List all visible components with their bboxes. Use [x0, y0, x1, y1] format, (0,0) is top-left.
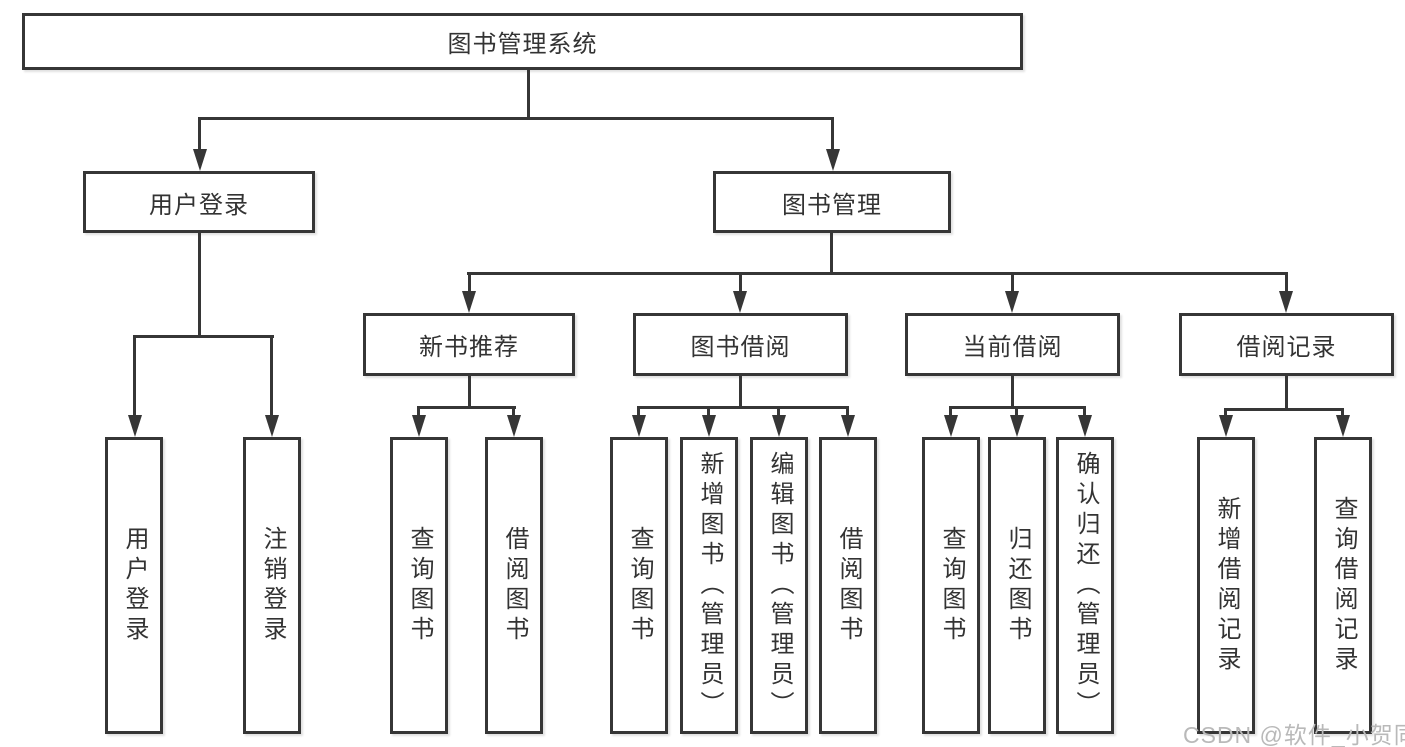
connector-drop	[1015, 406, 1018, 415]
connector-book-management-stem	[830, 233, 833, 274]
leaf-query-books-current: 查询图书	[922, 437, 980, 734]
arrow-down-icon	[826, 149, 840, 171]
connector-drop-new-book	[468, 272, 471, 291]
connector-drop-book-management	[831, 117, 834, 151]
connector-drop-user-login	[198, 117, 201, 151]
connector-current-borrow-stem	[1011, 376, 1014, 407]
arrow-down-icon	[412, 415, 426, 437]
connector-book-borrow-stem	[739, 376, 742, 407]
leaf-query-books-recommend: 查询图书	[390, 437, 448, 734]
node-book-borrow-label: 图书借阅	[690, 334, 791, 361]
leaf-edit-books-admin: 编辑图书（管理员）	[750, 437, 808, 734]
node-library-system-label: 图书管理系统	[447, 31, 598, 58]
connector-drop	[707, 406, 710, 415]
arrow-down-icon	[841, 415, 855, 437]
arrow-down-icon	[1010, 415, 1024, 437]
connector-new-book-stem	[468, 376, 471, 407]
node-user-login-label: 用户登录	[149, 191, 249, 219]
connector-drop	[417, 406, 420, 415]
leaf-confirm-return-admin-label: 确认归还（管理员）	[1072, 450, 1099, 721]
node-current-borrow-label: 当前借阅	[962, 334, 1063, 361]
arrow-down-icon	[128, 415, 142, 437]
csdn-watermark: CSDN @软件_小贺同学	[1183, 722, 1405, 747]
node-book-management-label: 图书管理	[782, 191, 882, 219]
arrow-down-icon	[1336, 415, 1350, 437]
arrow-down-icon	[944, 415, 958, 437]
leaf-confirm-return-admin: 确认归还（管理员）	[1056, 437, 1114, 734]
leaf-return-books-label: 归还图书	[1004, 525, 1031, 646]
arrow-down-icon	[772, 415, 786, 437]
leaf-query-books-recommend-label: 查询图书	[406, 525, 433, 646]
leaf-borrow-books: 借阅图书	[819, 437, 877, 734]
node-current-borrow: 当前借阅	[905, 313, 1120, 376]
leaf-query-borrow-record-label: 查询借阅记录	[1330, 495, 1357, 676]
connector-drop	[1083, 406, 1086, 415]
connector-book-borrow-bar	[637, 406, 849, 409]
arrow-down-icon	[1005, 291, 1019, 313]
node-book-management: 图书管理	[713, 171, 951, 233]
leaf-add-borrow-record-label: 新增借阅记录	[1213, 495, 1240, 676]
connector-drop	[777, 406, 780, 415]
arrow-down-icon	[193, 149, 207, 171]
connector-root-stem	[527, 70, 530, 118]
node-user-login: 用户登录	[83, 171, 315, 233]
connector-drop	[846, 406, 849, 415]
connector-root-bar	[198, 117, 834, 120]
leaf-edit-books-admin-label: 编辑图书（管理员）	[766, 450, 793, 721]
arrow-down-icon	[733, 291, 747, 313]
connector-borrow-records-bar	[1224, 408, 1344, 411]
leaf-query-books-borrow-label: 查询图书	[626, 525, 653, 646]
connector-drop	[1341, 408, 1344, 415]
node-new-book-recommend-label: 新书推荐	[419, 334, 519, 361]
arrow-down-icon	[1219, 415, 1233, 437]
leaf-borrow-books-recommend-label: 借阅图书	[501, 525, 528, 646]
connector-user-login-stem	[198, 233, 201, 337]
connector-drop-book-borrow	[739, 272, 742, 291]
connector-user-login-bar	[133, 335, 274, 338]
leaf-add-borrow-record: 新增借阅记录	[1197, 437, 1255, 734]
leaf-query-books-borrow: 查询图书	[610, 437, 668, 734]
node-book-borrow: 图书借阅	[633, 313, 848, 376]
node-new-book-recommend: 新书推荐	[363, 313, 575, 376]
leaf-borrow-books-recommend: 借阅图书	[485, 437, 543, 734]
connector-borrow-records-stem	[1285, 376, 1288, 409]
arrow-down-icon	[632, 415, 646, 437]
leaf-borrow-books-label: 借阅图书	[835, 525, 862, 646]
arrow-down-icon	[1279, 291, 1293, 313]
connector-drop-current-borrow	[1011, 272, 1014, 291]
leaf-user-login-label: 用户登录	[121, 525, 148, 646]
node-library-system: 图书管理系统	[22, 13, 1023, 70]
connector-drop	[1224, 408, 1227, 415]
node-borrow-records-label: 借阅记录	[1236, 334, 1337, 361]
arrow-down-icon	[702, 415, 716, 437]
leaf-user-login: 用户登录	[105, 437, 163, 734]
leaf-logout: 注销登录	[243, 437, 301, 734]
arrow-down-icon	[265, 415, 279, 437]
leaf-return-books: 归还图书	[988, 437, 1046, 734]
leaf-query-books-current-label: 查询图书	[938, 525, 965, 646]
connector-new-book-bar	[417, 406, 516, 409]
connector-drop	[949, 406, 952, 415]
arrow-down-icon	[462, 291, 476, 313]
arrow-down-icon	[1078, 415, 1092, 437]
connector-drop-leaf-logout	[270, 335, 273, 415]
connector-drop-leaf-user-login	[133, 335, 136, 415]
leaf-add-books-admin: 新增图书（管理员）	[680, 437, 738, 734]
arrow-down-icon	[507, 415, 521, 437]
connector-drop-borrow-records	[1285, 272, 1288, 291]
leaf-add-books-admin-label: 新增图书（管理员）	[696, 450, 723, 721]
connector-drop	[637, 406, 640, 415]
connector-book-management-bar	[467, 272, 1288, 275]
connector-drop	[512, 406, 515, 415]
node-borrow-records: 借阅记录	[1179, 313, 1394, 376]
leaf-logout-label: 注销登录	[259, 525, 286, 646]
leaf-query-borrow-record: 查询借阅记录	[1314, 437, 1372, 734]
